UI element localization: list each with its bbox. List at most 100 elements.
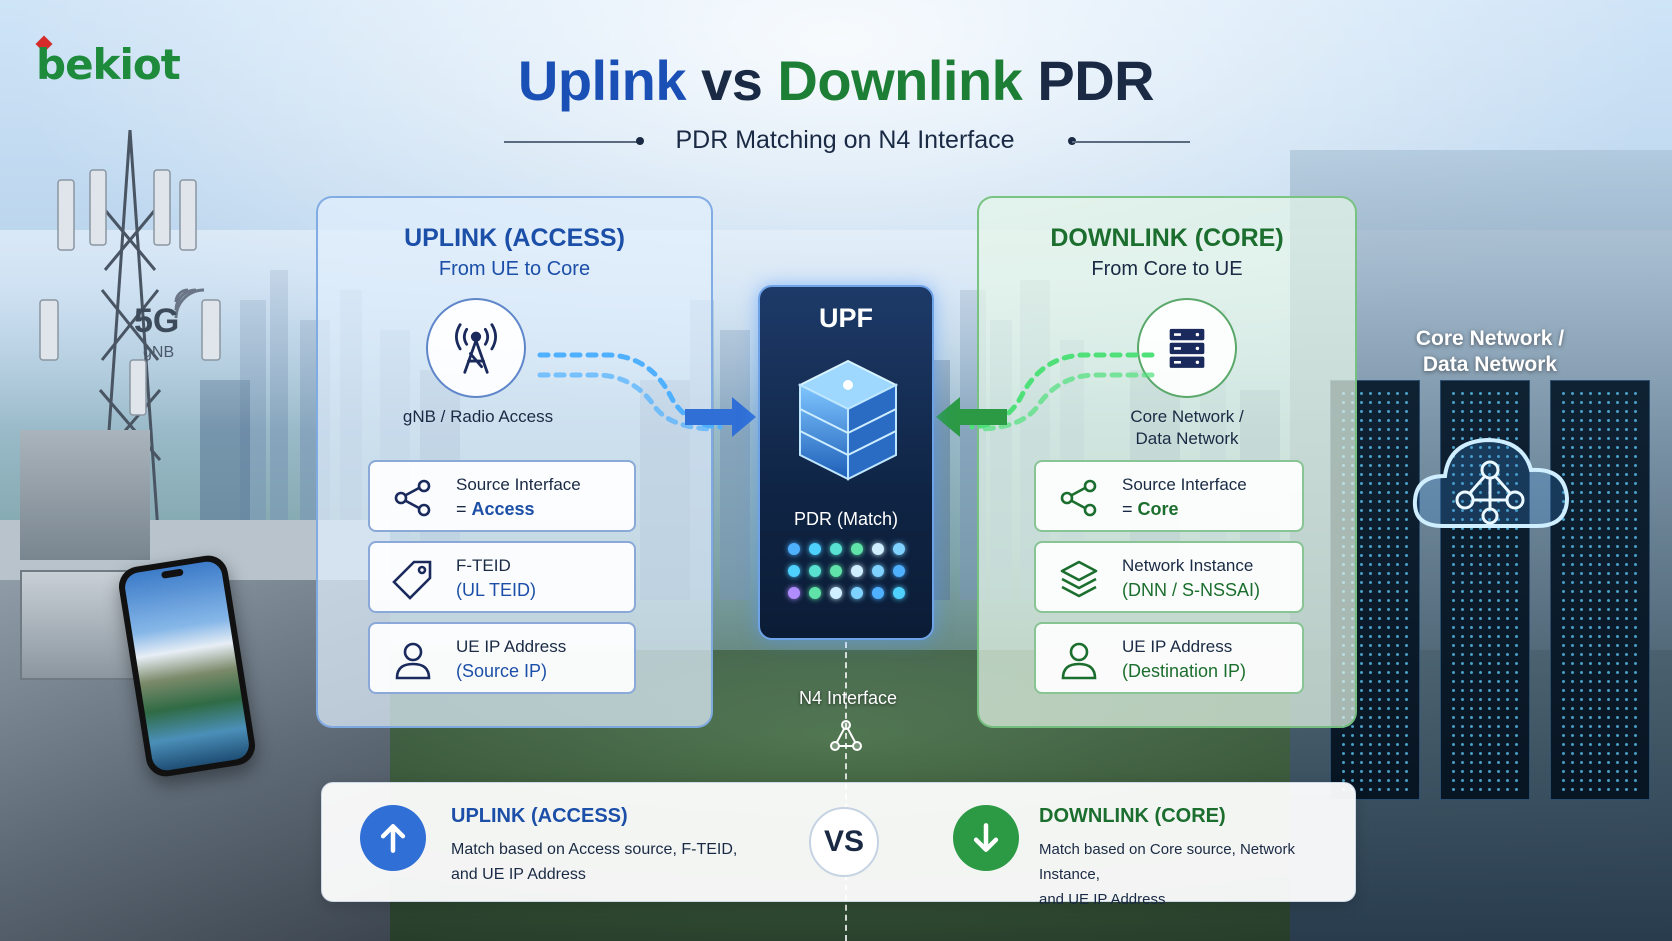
downlink-icon-caption: Core Network / Data Network (1067, 406, 1307, 450)
comparison-downlink-desc: Match based on Core source, Network Inst… (1039, 837, 1349, 912)
row-value: (Destination IP) (1122, 661, 1246, 682)
title-downlink: Downlink (777, 49, 1023, 112)
uplink-fteid-card: F-TEID (UL TEID) (368, 541, 636, 613)
comparison-bar: UPLINK (ACCESS) Match based on Access so… (321, 782, 1356, 908)
subtitle-row: PDR Matching on N4 Interface (500, 122, 1190, 162)
5g-label: 5G (134, 302, 180, 340)
row-value-highlight: Core (1137, 499, 1179, 519)
pdr-dot (872, 543, 884, 555)
pdr-dot (851, 565, 863, 577)
pdr-dot (809, 587, 821, 599)
radio-tower-icon (426, 298, 526, 398)
downlink-panel-subtitle: From Core to UE (1091, 258, 1243, 280)
comparison-downlink-desc-line2: and UE IP Address (1039, 891, 1166, 908)
row-value: (DNN / S-NSSAI) (1122, 580, 1260, 601)
uplink-panel-subtitle: From UE to Core (438, 258, 591, 280)
share-nodes-icon (1060, 479, 1097, 517)
arrow-down-icon (953, 805, 1019, 871)
phone-notch (160, 568, 184, 579)
upf-pdr-label: PDR (Match) (793, 509, 898, 529)
pdr-dot (788, 587, 800, 599)
row-label: F-TEID (456, 556, 511, 575)
downlink-network-instance-card: Network Instance (DNN / S-NSSAI) (1034, 541, 1304, 613)
user-icon (395, 642, 431, 680)
pdr-dot (809, 565, 821, 577)
brand-logo: bekiot (35, 35, 196, 92)
comparison-uplink-desc-line1: Match based on Access source, F-TEID, (451, 841, 738, 858)
comparison-downlink-title: DOWNLINK (CORE) (1039, 805, 1226, 827)
tag-icon (392, 560, 432, 600)
row-label: Source Interface (456, 475, 581, 494)
pdr-dot (830, 587, 842, 599)
pdr-dot (830, 565, 842, 577)
upf-cube-icon (797, 359, 899, 481)
row-value: = Core (1122, 499, 1179, 520)
uplink-panel: UPLINK (ACCESS) From UE to Core gNB / Ra… (316, 196, 713, 728)
row-value: = Access (456, 499, 535, 520)
pdr-dot (893, 543, 905, 555)
subtitle-rule-right (1072, 141, 1190, 143)
pdr-dot (788, 543, 800, 555)
row-value-highlight: (Source IP) (456, 661, 548, 681)
uplink-source-interface-card: Source Interface = Access (368, 460, 636, 532)
downlink-flow-arrow (936, 352, 1155, 437)
cloud-network-icon (1412, 437, 1570, 528)
pdr-dot (788, 565, 800, 577)
comparison-uplink-desc-line2: and UE IP Address (451, 866, 586, 883)
downlink-source-interface-card: Source Interface = Core (1034, 460, 1304, 532)
downlink-ue-ip-card: UE IP Address (Destination IP) (1034, 622, 1304, 694)
title-uplink: Uplink (517, 49, 687, 112)
row-value-highlight: Access (471, 499, 535, 519)
page-subtitle: PDR Matching on N4 Interface (675, 126, 1015, 154)
row-value-prefix: = (456, 499, 472, 519)
pdr-dot (893, 565, 905, 577)
core-network-label-line1: Core Network / (1415, 327, 1565, 350)
row-label: Network Instance (1122, 556, 1254, 575)
downlink-panel-title: DOWNLINK (CORE) (1050, 224, 1284, 252)
row-value-highlight: (DNN / S-NSSAI) (1122, 580, 1261, 600)
vs-badge: VS (809, 807, 879, 877)
downlink-icon-caption-line1: Core Network / (1130, 407, 1244, 426)
pdr-dot (893, 587, 905, 599)
upf-node: UPF PDR (Match) (758, 285, 934, 640)
network-nodes-icon (830, 720, 862, 751)
downlink-panel: DOWNLINK (CORE) From Core to UE Core Net… (977, 196, 1357, 728)
upf-title: UPF (819, 303, 873, 333)
row-value-highlight: (Destination IP) (1122, 661, 1247, 681)
pdr-dot (830, 543, 842, 555)
uplink-panel-title: UPLINK (ACCESS) (404, 224, 625, 252)
comparison-downlink-desc-line1: Match based on Core source, Network Inst… (1039, 841, 1295, 883)
pdr-dot (872, 587, 884, 599)
pdr-dot (851, 543, 863, 555)
pdr-dot (851, 587, 863, 599)
core-network-scene-label: Core Network / Data Network (1410, 326, 1570, 378)
title-vs: vs (701, 49, 763, 112)
pdr-dot (809, 543, 821, 555)
gnb-small-label: gNB (143, 344, 175, 361)
n4-interface-label: N4 Interface (798, 688, 898, 708)
logo-text: bekiot (36, 40, 181, 89)
subtitle-rule-left (504, 141, 640, 143)
row-label: UE IP Address (1122, 637, 1233, 656)
arrow-up-icon (360, 805, 426, 871)
row-value-highlight: (UL TEID) (456, 580, 537, 600)
row-value: (Source IP) (456, 661, 547, 682)
uplink-flow-arrow (537, 352, 756, 437)
layers-icon (1060, 560, 1098, 598)
title-pdr: PDR (1037, 49, 1155, 112)
row-label: Source Interface (1122, 475, 1247, 494)
signal-waves-icon (174, 288, 205, 319)
server-rack (1550, 380, 1650, 800)
server-icon (1137, 298, 1237, 398)
row-value-prefix: = (1122, 499, 1138, 519)
pdr-match-dot-grid (788, 543, 912, 623)
pdr-dot (872, 565, 884, 577)
comparison-uplink-title: UPLINK (ACCESS) (451, 805, 628, 827)
page-title: Uplink vs Downlink PDR (0, 48, 1672, 113)
row-label: UE IP Address (456, 637, 567, 656)
core-network-label-line2: Data Network (1422, 353, 1558, 376)
downlink-icon-caption-line2: Data Network (1135, 429, 1239, 448)
subtitle-dot-left (636, 137, 644, 145)
share-nodes-icon (394, 479, 431, 517)
uplink-icon-caption: gNB / Radio Access (402, 407, 554, 426)
